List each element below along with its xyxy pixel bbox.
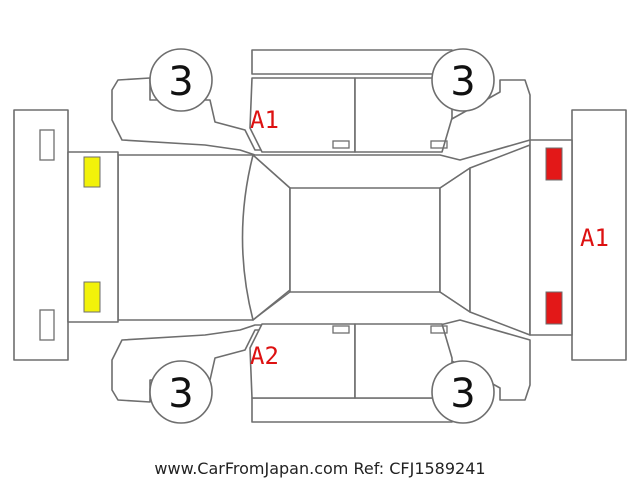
damage-code-left-front-door: A1 — [250, 106, 279, 134]
a-pillar-right — [252, 291, 291, 321]
front-tow-hook-right — [39, 309, 55, 341]
a-pillar-left — [252, 154, 291, 189]
right-roof-rail — [251, 397, 453, 423]
tire-rear-left — [431, 48, 495, 112]
rear-end-view — [529, 109, 627, 361]
left-front-door — [249, 77, 356, 153]
hood — [117, 154, 254, 321]
reference-footer: www.CarFromJapan.com Ref: CFJ1589241 — [154, 459, 485, 478]
tire-rear-right-grade: 3 — [450, 371, 475, 417]
c-pillar-left — [439, 167, 471, 189]
rear-window — [439, 167, 471, 313]
tire-front-left — [149, 48, 213, 112]
rear-hatch — [469, 144, 531, 336]
front-tow-hook-left — [39, 129, 55, 161]
roof — [289, 187, 441, 293]
tire-front-left-grade: 3 — [168, 59, 193, 105]
left-front-door-handle — [332, 140, 350, 149]
front-end-view — [13, 109, 119, 361]
right-side-body — [111, 319, 531, 403]
left-rear-door-handle — [430, 140, 448, 149]
tire-rear-left-grade: 3 — [450, 59, 475, 105]
tire-rear-right — [431, 360, 495, 424]
right-front-door-handle — [332, 325, 350, 334]
front-mark-yellow-lower — [83, 281, 101, 313]
left-roof-rail — [251, 49, 453, 75]
damage-code-rear-panel: A1 — [580, 224, 609, 252]
right-side-profile: 3 3 — [111, 319, 531, 424]
right-rear-door-handle — [430, 325, 448, 334]
tire-front-right-grade: 3 — [168, 371, 193, 417]
windshield — [241, 154, 291, 321]
front-mark-yellow-upper — [83, 156, 101, 188]
left-side-profile: 3 3 — [111, 48, 531, 161]
front-bumper — [13, 109, 69, 361]
right-front-door — [249, 323, 356, 399]
damage-code-left-rear-door: A2 — [250, 342, 279, 370]
top-view — [117, 144, 531, 336]
c-pillar-right — [439, 291, 471, 313]
rear-mark-red-lower — [545, 291, 563, 325]
tire-front-right — [149, 360, 213, 424]
left-side-body — [111, 77, 531, 161]
rear-mark-red-upper — [545, 147, 563, 181]
